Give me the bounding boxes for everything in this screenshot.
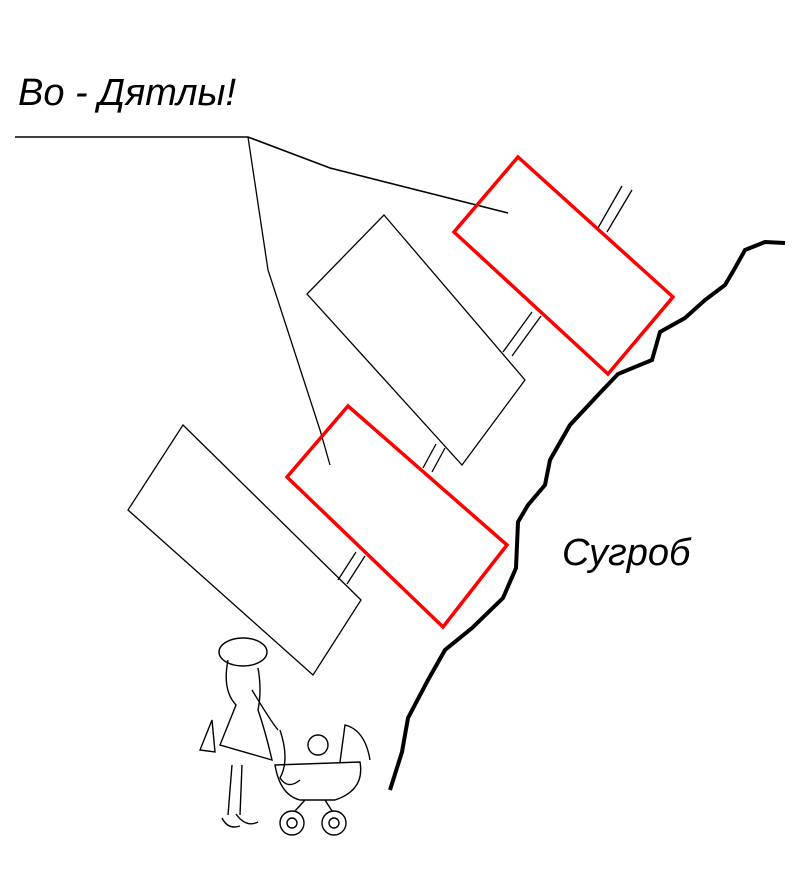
connector-lines <box>337 185 633 585</box>
snowdrift-edge <box>388 239 786 791</box>
title-label: Во - Дятлы! <box>18 72 237 114</box>
highlighted-tent-upper <box>451 154 676 377</box>
tent-outline-upper <box>306 214 526 467</box>
leader-line-2 <box>247 136 331 466</box>
leader-line <box>15 136 509 214</box>
girl-with-stroller-illustration <box>199 637 371 836</box>
snowdrift-label: Сугроб <box>562 532 691 574</box>
highlighted-tent-lower <box>284 403 510 630</box>
tent-outline-lower <box>127 423 362 676</box>
